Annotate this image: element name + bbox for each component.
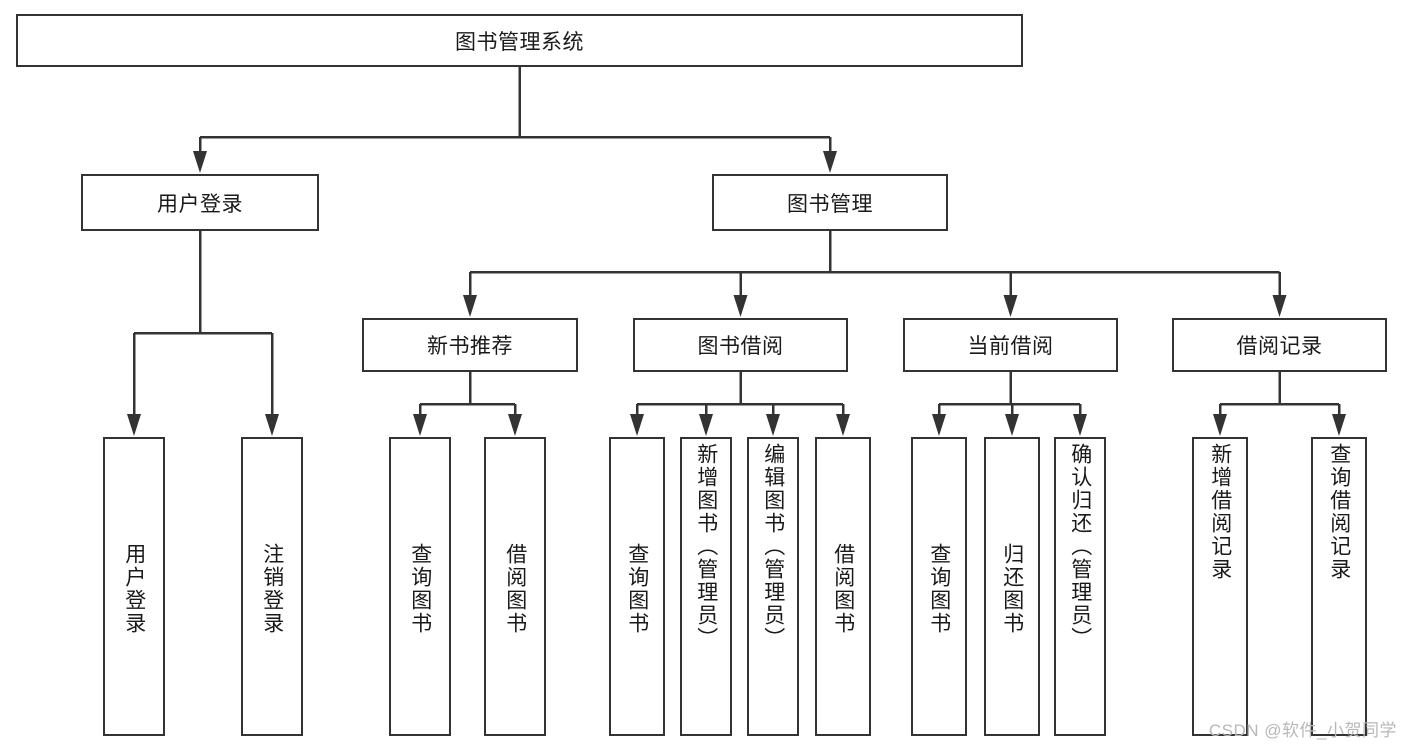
watermark-label: CSDN @软件_小贺同学 xyxy=(1208,721,1397,740)
arrowhead-cb-confirm-return xyxy=(1073,414,1087,436)
node-br-query-record[interactable]: 查询借阅记录 xyxy=(1311,437,1367,736)
node-book-borrow[interactable]: 图书借阅 xyxy=(633,318,848,372)
node-bb-add-book[interactable]: 新增图书（管理员） xyxy=(680,437,732,736)
node-label-current-borrow: 当前借阅 xyxy=(967,335,1054,358)
arrowhead-bb-add-book xyxy=(699,414,713,436)
arrowhead-user-login-logout xyxy=(265,414,279,436)
node-label-new-book-recommend: 新书推荐 xyxy=(427,335,513,358)
node-label-cb-query-book: 查询图书 xyxy=(927,542,951,635)
node-nbr-query-book[interactable]: 查询图书 xyxy=(389,437,451,736)
node-br-add-record[interactable]: 新增借阅记录 xyxy=(1192,437,1248,736)
node-label-bb-query-book: 查询图书 xyxy=(625,542,649,635)
node-label-nbr-borrow-book: 借阅图书 xyxy=(503,542,527,635)
node-label-br-query-record: 查询借阅记录 xyxy=(1327,443,1351,581)
arrowhead-bb-edit-book xyxy=(766,414,780,436)
node-bb-edit-book[interactable]: 编辑图书（管理员） xyxy=(747,437,799,736)
node-label-user-login: 用户登录 xyxy=(157,192,243,216)
arrowhead-br-add-record xyxy=(1213,414,1227,436)
arrowhead-bb-query-book xyxy=(630,414,644,436)
arrowhead-user-login-login xyxy=(127,414,141,436)
node-borrow-record[interactable]: 借阅记录 xyxy=(1172,318,1387,372)
node-label-bb-edit-book: 编辑图书（管理员） xyxy=(761,443,785,650)
node-label-root: 图书管理系统 xyxy=(455,30,584,54)
node-label-br-add-record: 新增借阅记录 xyxy=(1208,443,1232,581)
node-cb-query-book[interactable]: 查询图书 xyxy=(911,437,967,736)
node-cb-return-book[interactable]: 归还图书 xyxy=(984,437,1040,736)
arrowhead-br-query-record xyxy=(1332,414,1346,436)
arrowhead-cb-return-book xyxy=(1005,414,1019,436)
arrowhead-cb-query-book xyxy=(932,414,946,436)
node-user-login-logout[interactable]: 注销登录 xyxy=(241,437,303,736)
node-book-manage[interactable]: 图书管理 xyxy=(712,174,948,231)
arrowhead-user-login xyxy=(193,151,207,173)
node-user-login-login[interactable]: 用户登录 xyxy=(103,437,165,736)
arrowhead-book-manage xyxy=(823,151,837,173)
node-label-cb-confirm-return: 确认归还（管理员） xyxy=(1068,443,1092,650)
arrowhead-nbr-query-book xyxy=(413,414,427,436)
arrowhead-bb-borrow-book xyxy=(836,414,850,436)
node-cb-confirm-return[interactable]: 确认归还（管理员） xyxy=(1054,437,1106,736)
node-label-nbr-query-book: 查询图书 xyxy=(408,542,432,635)
node-root[interactable]: 图书管理系统 xyxy=(16,14,1023,67)
arrowhead-borrow-record xyxy=(1272,295,1287,317)
node-label-bb-borrow-book: 借阅图书 xyxy=(831,542,855,635)
node-label-user-login-logout: 注销登录 xyxy=(260,542,284,635)
arrowhead-new-book-recommend xyxy=(463,295,477,317)
arrowhead-current-borrow xyxy=(1003,295,1018,317)
node-bb-query-book[interactable]: 查询图书 xyxy=(609,437,665,736)
node-new-book-recommend[interactable]: 新书推荐 xyxy=(362,318,578,372)
arrowhead-nbr-borrow-book xyxy=(508,414,522,436)
node-user-login[interactable]: 用户登录 xyxy=(81,174,319,231)
node-label-borrow-record: 借阅记录 xyxy=(1236,335,1323,358)
node-current-borrow[interactable]: 当前借阅 xyxy=(903,318,1118,372)
node-label-cb-return-book: 归还图书 xyxy=(1000,542,1024,635)
node-label-book-manage: 图书管理 xyxy=(787,192,873,216)
node-nbr-borrow-book[interactable]: 借阅图书 xyxy=(484,437,546,736)
arrowhead-book-borrow xyxy=(733,295,748,317)
node-label-bb-add-book: 新增图书（管理员） xyxy=(694,443,718,650)
node-label-book-borrow: 图书借阅 xyxy=(697,335,784,358)
node-label-user-login-login: 用户登录 xyxy=(122,542,146,635)
node-bb-borrow-book[interactable]: 借阅图书 xyxy=(815,437,871,736)
